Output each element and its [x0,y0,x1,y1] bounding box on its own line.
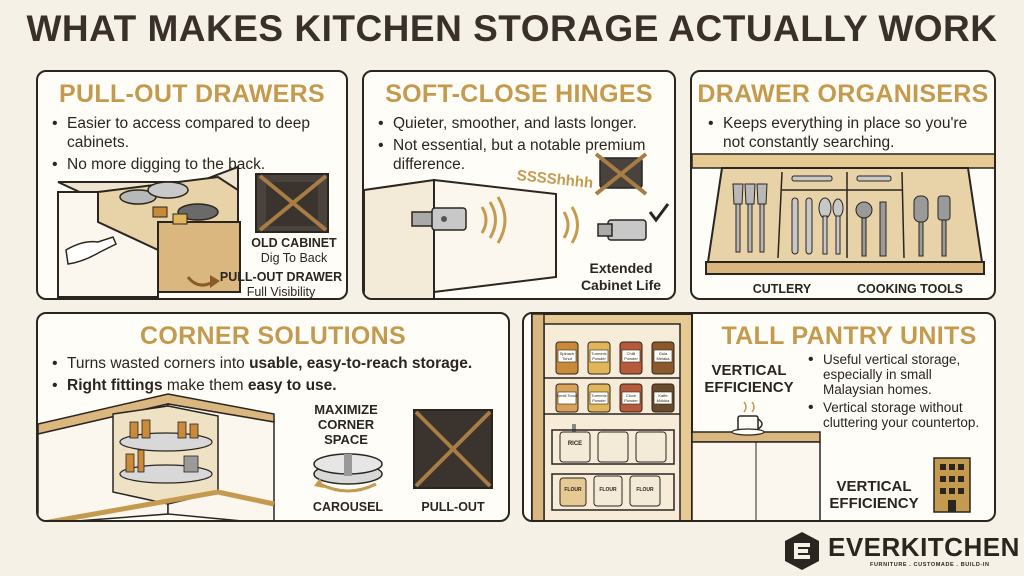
jar-label-4: Gula Melaka [656,351,670,361]
panel-title-hinges: SOFT-CLOSE HINGES [385,80,653,108]
jar-label-1: Spinach Tonut [559,351,575,361]
bin-label-rice: RICE [567,441,583,447]
corner-illustration [38,393,493,520]
jar-label-8: Kaffe Mokkia [656,393,670,403]
panel-drawer-organisers: DRAWER ORGANISERS Keeps everything in pl… [690,70,996,300]
old-cabinet-label: OLD CABINET Dig To Back [251,236,337,265]
organisers-bullets: Keeps everything in place so you're not … [708,114,990,155]
organiser-illustration [692,153,994,275]
pantry-bullet-1: Useful vertical storage, especially in s… [808,352,992,397]
cooking-tools-label: COOKING TOOLS [856,282,964,296]
pullout-drawer-label: PULL-OUT DRAWER Full Visibility [219,270,343,299]
carousel-label: CAROUSEL [312,500,384,514]
maximize-corner-label: MAXIMIZE CORNER SPACE [314,402,378,447]
cutlery-label: CUTLERY [752,282,812,296]
brand-name: EVERKITCHEN [828,532,1020,562]
panel-corner-solutions: CORNER SOLUTIONS Turns wasted corners in… [36,312,510,522]
pullout-bullet-1: Easier to access compared to deep cabine… [52,114,342,152]
pull-out-label: PULL-OUT [421,500,485,514]
brand-tagline: FURNITURE . CUSTOMADE . BUILD-IN [870,562,990,568]
panel-title-organisers: DRAWER ORGANISERS [697,80,989,108]
brand-hexagon-icon [785,532,819,570]
hinges-bullet-1: Quieter, smoother, and lasts longer. [378,114,670,133]
panel-title-pantry: TALL PANTRY UNITS [721,322,977,350]
pantry-bullets: Useful vertical storage, especially in s… [808,352,992,433]
panel-title-pullout: PULL-OUT DRAWERS [59,80,325,108]
brand-logo: EVERKITCHEN FURNITURE . CUSTOMADE . BUIL… [778,529,1019,573]
bin-label-flour-3: FLOUR [636,487,654,493]
jar-label-3: Chilli Powder [624,351,638,361]
pullout-bullet-2: No more digging to the back. [52,155,342,174]
vertical-efficiency-label-1: VERTICAL EFFICIENCY [704,362,794,396]
corner-bullets: Turns wasted corners into usable, easy-t… [52,354,504,398]
panel-title-corner: CORNER SOLUTIONS [140,322,406,350]
pantry-illustration [531,314,971,520]
pullout-bullets: Easier to access compared to deep cabine… [52,114,342,177]
jar-label-5: Lentil Tonut [556,393,578,398]
panel-soft-close-hinges: SOFT-CLOSE HINGES Quieter, smoother, and… [362,70,676,300]
hinge-illustration [364,152,670,298]
corner-bullet-1: Turns wasted corners into usable, easy-t… [52,354,504,373]
hinges-bullets: Quieter, smoother, and lasts longer. Not… [378,114,670,177]
page-title: WHAT MAKES KITCHEN STORAGE ACTUALLY WORK [26,8,998,49]
hinges-bullet-2: Not essential, but a notable premium dif… [378,136,670,174]
extended-cabinet-life-label: Extended Cabinet Life [580,260,662,293]
panel-pullout-drawers: PULL-OUT DRAWERS Easier to access compar… [36,70,348,300]
pantry-bullet-2: Vertical storage without cluttering your… [808,400,992,430]
vertical-efficiency-label-2: VERTICAL EFFICIENCY [829,478,919,512]
pullout-drawer-illustration [57,165,329,298]
bin-label-flour-2: FLOUR [599,487,617,493]
corner-bullet-2: Right fittings make them easy to use. [52,376,504,395]
jar-label-6: Turmeric Powder [591,393,607,403]
jar-label-2: Turmeric Powder [591,351,607,361]
bin-label-flour-1: FLOUR [564,487,582,493]
panel-tall-pantry: Spinach Tonut Turmeric Powder Chilli Pow… [522,312,996,522]
jar-label-7: Clove Powder [624,393,638,403]
organisers-bullet-1: Keeps everything in place so you're not … [708,114,990,152]
